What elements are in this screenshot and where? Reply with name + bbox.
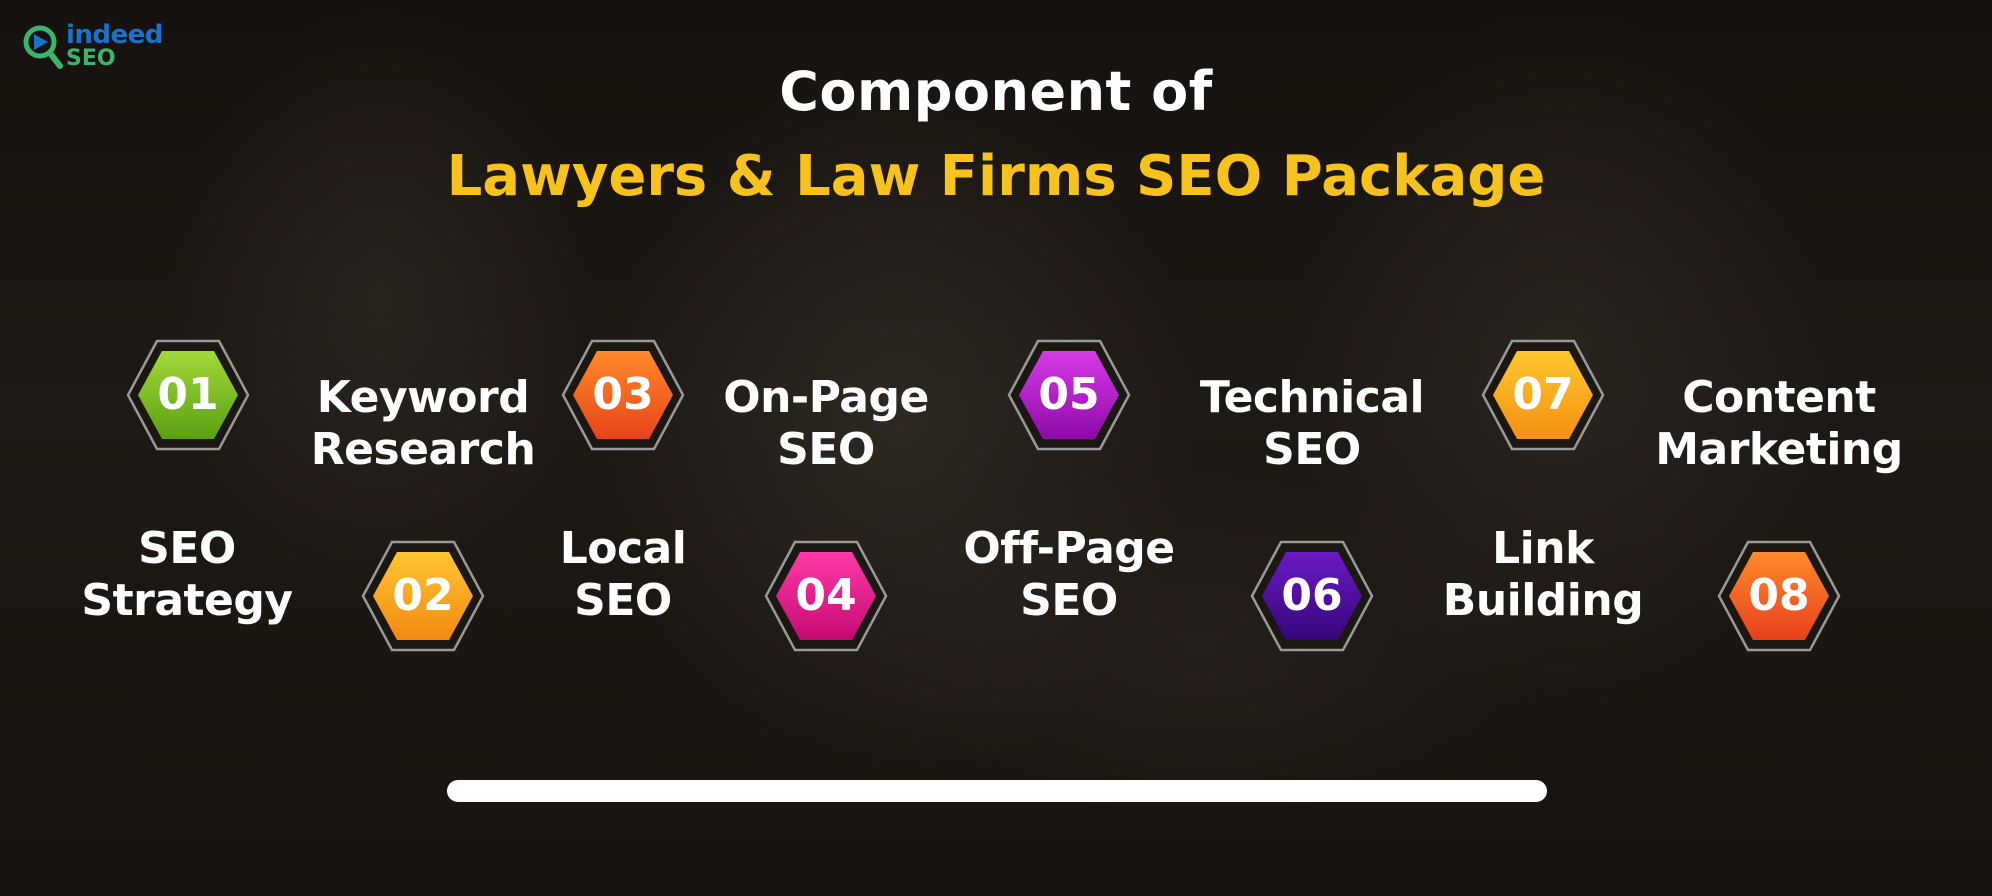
page-title-line-1: Component of [779, 60, 1213, 123]
label-line-1: Content [1682, 372, 1876, 423]
step-number: 04 [795, 570, 857, 621]
step-number: 03 [592, 369, 654, 420]
hexagon-icon [764, 540, 888, 652]
hexagon-icon [1250, 540, 1374, 652]
step-number: 02 [392, 570, 454, 621]
step-02-label: Keyword Research [293, 372, 553, 476]
logo-word-indeed: indeed [66, 20, 163, 50]
label-line-1: Keyword [316, 372, 530, 423]
label-line-1: On-Page [723, 372, 929, 423]
label-line-2: SEO [574, 575, 672, 626]
page-title-line-2: Lawyers & Law Firms SEO Package [446, 144, 1546, 209]
hexagon-icon [1717, 540, 1841, 652]
label-line-2: Building [1442, 575, 1644, 626]
step-07-label: Link Building [1413, 523, 1673, 627]
brand-logo: indeed SEO [22, 20, 172, 76]
step-04-label: On-Page SEO [696, 372, 956, 476]
label-line-1: Local [559, 523, 687, 574]
step-05-badge: 05 [1007, 339, 1131, 451]
step-02-badge: 02 [361, 540, 485, 652]
step-01-badge: 01 [126, 339, 250, 451]
hexagon-icon [1007, 339, 1131, 451]
label-line-1: Off-Page [963, 523, 1175, 574]
label-line-2: Research [310, 424, 536, 475]
hexagon-icon [1481, 339, 1605, 451]
step-number: 06 [1281, 570, 1343, 621]
step-06-badge: 06 [1250, 540, 1374, 652]
step-08-label: Content Marketing [1649, 372, 1909, 476]
label-line-2: Marketing [1655, 424, 1903, 475]
step-number: 05 [1038, 369, 1100, 420]
step-number: 01 [157, 369, 219, 420]
label-line-2: Strategy [81, 575, 293, 626]
label-line-2: SEO [777, 424, 875, 475]
step-08-badge: 08 [1717, 540, 1841, 652]
step-04-badge: 04 [764, 540, 888, 652]
label-line-2: SEO [1020, 575, 1118, 626]
step-number: 07 [1512, 369, 1574, 420]
progress-bar [447, 780, 1547, 802]
step-05-label: Off-Page SEO [939, 523, 1199, 627]
hexagon-icon [561, 339, 685, 451]
label-line-2: SEO [1263, 424, 1361, 475]
logo-word-seo: SEO [66, 46, 116, 71]
magnifier-icon [23, 25, 63, 69]
step-06-label: Technical SEO [1182, 372, 1442, 476]
step-number: 08 [1748, 570, 1810, 621]
step-07-badge: 07 [1481, 339, 1605, 451]
hexagon-icon [361, 540, 485, 652]
hexagon-icon [126, 339, 250, 451]
step-03-badge: 03 [561, 339, 685, 451]
label-line-1: Link [1492, 523, 1594, 574]
label-line-1: SEO [138, 523, 236, 574]
step-03-label: Local SEO [493, 523, 753, 627]
label-line-1: Technical [1199, 372, 1425, 423]
step-01-label: SEO Strategy [57, 523, 317, 627]
